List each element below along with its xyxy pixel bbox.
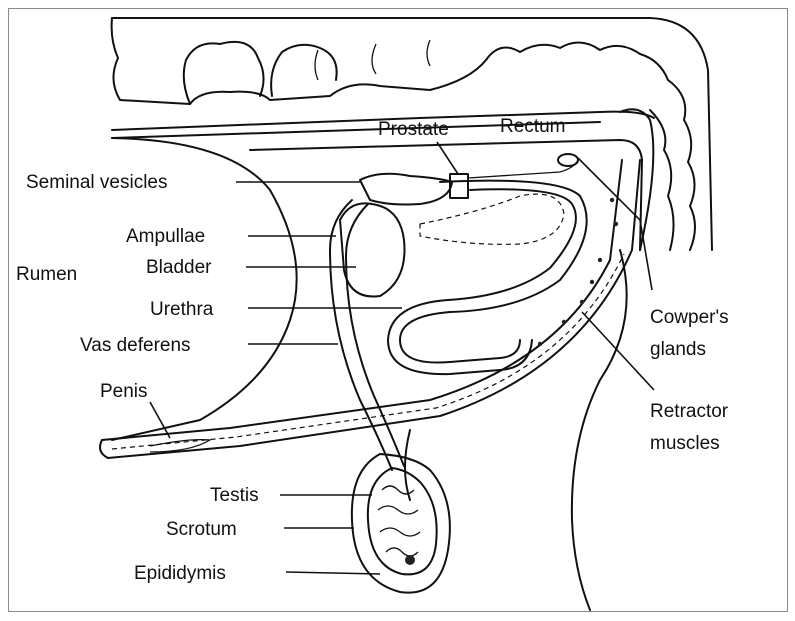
label-glands: glands <box>650 339 706 360</box>
seminal-vesicles-shape <box>360 174 452 205</box>
label-rectum: Rectum <box>500 116 565 137</box>
label-penis: Penis <box>100 381 148 402</box>
vas-deferens-left <box>330 200 392 470</box>
label-prostate: Prostate <box>378 119 449 140</box>
leader-lines <box>150 142 654 574</box>
penis-tip <box>100 440 108 458</box>
urethra-curve-inner <box>388 189 576 374</box>
label-muscles: muscles <box>650 433 720 454</box>
prostate-shape <box>450 174 468 198</box>
hind-leg-outline <box>572 250 627 610</box>
pelvic-urethra <box>468 160 578 178</box>
testis-texture <box>378 486 420 565</box>
label-seminal-vesicles: Seminal vesicles <box>26 172 168 193</box>
label-vas-deferens: Vas deferens <box>80 335 191 356</box>
cowpers-gland-shape <box>558 154 578 166</box>
label-cowpers: Cowper's <box>650 307 729 328</box>
label-retractor: Retractor <box>650 401 729 422</box>
label-epididymis: Epididymis <box>134 563 226 584</box>
label-rumen: Rumen <box>16 264 77 285</box>
label-scrotum: Scrotum <box>166 519 237 540</box>
label-bladder: Bladder <box>146 257 212 278</box>
label-testis: Testis <box>210 485 259 506</box>
retractor-muscle-marks <box>538 198 618 346</box>
urethra-curve-outer <box>400 181 587 363</box>
label-ampullae: Ampullae <box>126 226 205 247</box>
scrotum-outline <box>352 454 450 593</box>
urethra-loop-dash <box>420 194 564 244</box>
rectum-end <box>620 109 653 250</box>
testis-outline <box>368 468 437 574</box>
label-urethra: Urethra <box>150 299 214 320</box>
bladder-outline <box>340 203 405 296</box>
scrotal-neck <box>405 430 410 500</box>
